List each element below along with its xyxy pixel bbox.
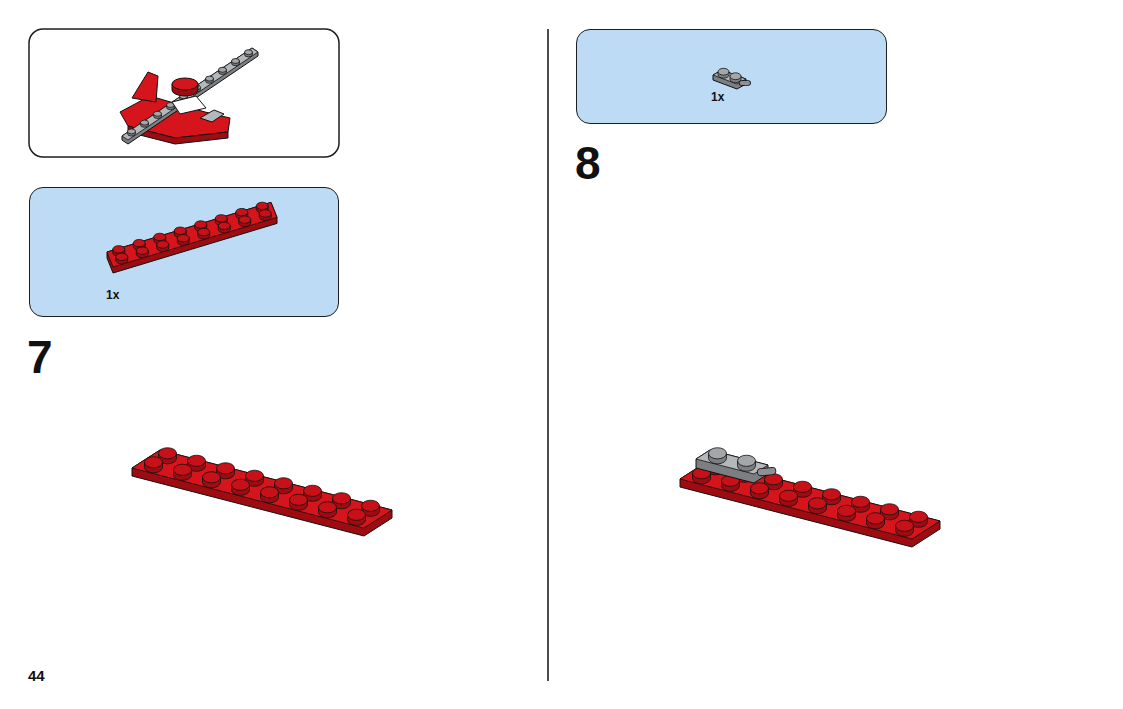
stud bbox=[261, 487, 279, 503]
stud bbox=[145, 457, 163, 473]
stud bbox=[174, 464, 192, 480]
model-frame bbox=[29, 29, 339, 157]
model-preview bbox=[120, 48, 258, 144]
model-part bbox=[141, 120, 149, 125]
stud bbox=[219, 67, 227, 74]
step-number: 8 bbox=[575, 140, 601, 186]
stud bbox=[245, 50, 253, 57]
parts-callout: 1x bbox=[576, 29, 887, 124]
model-part bbox=[172, 78, 198, 90]
parts-callout: 1x bbox=[29, 187, 339, 317]
stud bbox=[203, 472, 221, 488]
stud bbox=[730, 73, 741, 83]
clip bbox=[742, 81, 749, 85]
model-part bbox=[172, 96, 206, 114]
model-part bbox=[206, 76, 214, 81]
stud bbox=[136, 247, 148, 258]
stud bbox=[154, 111, 162, 118]
model-part bbox=[245, 50, 253, 55]
step-model bbox=[680, 448, 940, 547]
stud bbox=[232, 59, 240, 66]
model-part bbox=[132, 72, 158, 102]
model-part bbox=[219, 67, 227, 72]
stud bbox=[290, 494, 308, 510]
clip-outline bbox=[742, 80, 749, 85]
step-number: 7 bbox=[27, 334, 53, 380]
step-model bbox=[132, 448, 392, 536]
stud bbox=[896, 520, 914, 536]
stud bbox=[128, 129, 136, 136]
quantity: 1x bbox=[106, 289, 119, 301]
stud bbox=[206, 76, 214, 83]
stud bbox=[709, 448, 727, 464]
plate-side bbox=[132, 450, 392, 536]
model-part bbox=[154, 111, 162, 116]
plate-side bbox=[122, 48, 258, 144]
stud bbox=[239, 216, 251, 227]
stud bbox=[259, 210, 271, 221]
quantity: 1x bbox=[711, 91, 724, 103]
page-divider bbox=[547, 29, 549, 681]
stud bbox=[780, 490, 798, 506]
stud bbox=[141, 120, 149, 127]
clip-outline bbox=[761, 471, 772, 472]
page-number: 44 bbox=[28, 668, 45, 683]
stud bbox=[751, 483, 769, 499]
stud bbox=[232, 479, 250, 495]
plate-side bbox=[696, 450, 768, 483]
stud bbox=[218, 222, 230, 233]
model-part bbox=[232, 59, 240, 64]
clip bbox=[761, 471, 772, 472]
stud bbox=[348, 509, 366, 525]
stud bbox=[177, 235, 189, 246]
stud bbox=[867, 513, 885, 529]
plate-top bbox=[107, 202, 277, 267]
stud bbox=[319, 502, 337, 518]
plate-top bbox=[132, 450, 392, 528]
plate-side bbox=[107, 202, 277, 273]
stud bbox=[838, 505, 856, 521]
plate-top bbox=[696, 450, 768, 474]
model-part bbox=[200, 110, 224, 122]
stud bbox=[116, 253, 128, 264]
stud bbox=[198, 228, 210, 239]
part-icon bbox=[577, 30, 888, 125]
stud bbox=[718, 68, 729, 78]
stud bbox=[809, 498, 827, 514]
model-part bbox=[128, 129, 136, 134]
plate-top bbox=[122, 48, 258, 140]
stud bbox=[157, 241, 169, 252]
part-icon bbox=[30, 188, 340, 318]
stud bbox=[738, 455, 756, 471]
